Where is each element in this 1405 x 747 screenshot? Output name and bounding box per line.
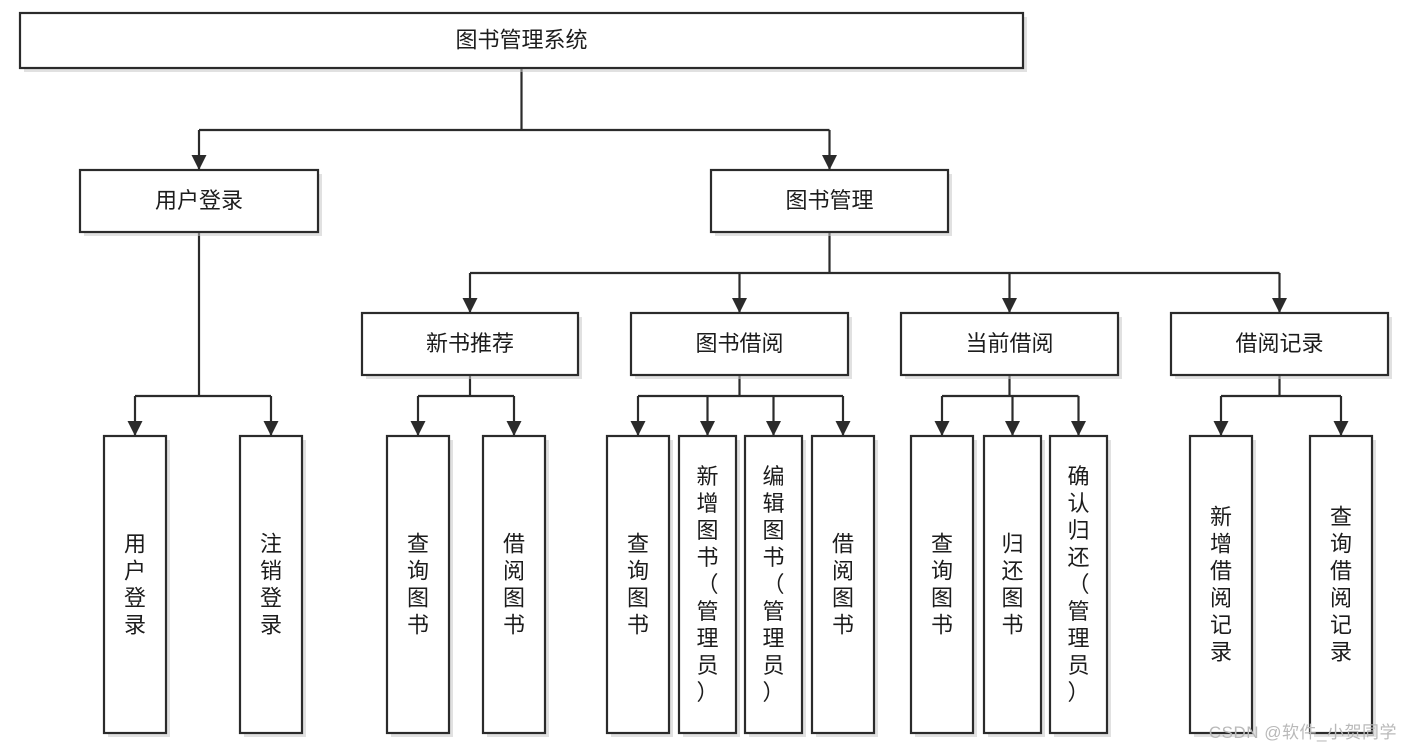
connector-layer (127, 68, 1349, 436)
node-rect[interactable] (385, 434, 451, 735)
node-rect[interactable] (629, 311, 850, 377)
node-user-login[interactable]: 用户登录 (78, 168, 322, 236)
node-leaf-query-book-1[interactable]: 查询图书 (385, 434, 453, 737)
node-label: 借阅记录 (1235, 331, 1323, 356)
node-label: 图书管理系统 (455, 27, 587, 52)
node-rect[interactable] (1048, 434, 1109, 735)
node-label: 注销登录 (260, 532, 282, 638)
node-current-borrow[interactable]: 当前借阅 (899, 311, 1122, 379)
node-rect[interactable] (238, 434, 304, 735)
node-leaf-edit-book[interactable]: 编辑图书（管理员） (743, 434, 806, 737)
node-leaf-add-book[interactable]: 新增图书（管理员） (677, 434, 740, 737)
edge-group-book-borrow (630, 375, 851, 436)
node-rect[interactable] (982, 434, 1043, 735)
arrow-head-icon (410, 421, 426, 436)
arrow-head-icon (1071, 421, 1086, 436)
node-leaf-query-record[interactable]: 查询借阅记录 (1308, 434, 1376, 737)
node-leaf-logout[interactable]: 注销登录 (238, 434, 306, 737)
node-label: 当前借阅 (965, 331, 1053, 356)
edge-group-borrow-record (1213, 375, 1349, 436)
arrow-head-icon (1333, 421, 1349, 436)
node-book-manage[interactable]: 图书管理 (709, 168, 952, 236)
node-leaf-confirm-return[interactable]: 确认归还（管理员） (1048, 434, 1111, 737)
arrow-head-icon (934, 421, 950, 436)
node-rect[interactable] (677, 434, 738, 735)
node-borrow-record[interactable]: 借阅记录 (1169, 311, 1392, 379)
arrow-head-icon (1272, 298, 1287, 313)
node-label: 图书管理 (785, 188, 873, 213)
node-label: 用户登录 (124, 532, 146, 638)
arrow-head-icon (630, 421, 646, 436)
node-leaf-borrow-book-2[interactable]: 借阅图书 (810, 434, 878, 737)
node-root[interactable]: 图书管理系统 (18, 11, 1027, 72)
node-rect[interactable] (810, 434, 876, 735)
node-label: 图书借阅 (695, 331, 783, 356)
node-label: 新增借阅记录 (1210, 505, 1232, 665)
node-rect[interactable] (1308, 434, 1374, 735)
node-label: 借阅图书 (832, 532, 854, 638)
node-new-book-rec[interactable]: 新书推荐 (360, 311, 582, 379)
node-rect[interactable] (1169, 311, 1390, 377)
arrow-head-icon (822, 155, 837, 170)
node-rect[interactable] (743, 434, 804, 735)
node-leaf-user-login[interactable]: 用户登录 (102, 434, 170, 737)
node-leaf-query-book-3[interactable]: 查询图书 (909, 434, 977, 737)
node-label: 借阅图书 (503, 532, 525, 638)
arrow-head-icon (263, 421, 279, 436)
arrow-head-icon (732, 298, 747, 313)
node-book-borrow[interactable]: 图书借阅 (629, 311, 852, 379)
node-label: 查询图书 (407, 532, 429, 638)
node-layer: 图书管理系统用户登录图书管理新书推荐图书借阅当前借阅借阅记录用户登录注销登录查询… (18, 11, 1392, 737)
node-label: 用户登录 (155, 188, 243, 213)
node-label: 新书推荐 (426, 331, 514, 356)
edge-group-root (191, 68, 837, 170)
node-label: 查询图书 (627, 532, 649, 638)
node-leaf-query-book-2[interactable]: 查询图书 (605, 434, 673, 737)
node-label: 查询借阅记录 (1330, 505, 1352, 665)
arrow-head-icon (506, 421, 522, 436)
node-rect[interactable] (909, 434, 975, 735)
node-rect[interactable] (605, 434, 671, 735)
node-label: 确认归还（管理员） (1067, 464, 1089, 705)
node-rect[interactable] (78, 168, 320, 234)
node-rect[interactable] (481, 434, 547, 735)
arrow-head-icon (700, 421, 715, 436)
node-rect[interactable] (899, 311, 1120, 377)
arrow-head-icon (1002, 298, 1017, 313)
node-label: 新增图书（管理员） (696, 464, 718, 705)
edge-group-current-borrow (934, 375, 1086, 436)
node-rect[interactable] (709, 168, 950, 234)
arrow-head-icon (1213, 421, 1229, 436)
edge-group-book-manage (462, 232, 1287, 313)
arrow-head-icon (191, 155, 207, 170)
csdn-watermark: CSDN @软件_小贺同学 (1208, 723, 1397, 742)
node-label: 编辑图书（管理员） (762, 464, 784, 705)
edge-group-new-book-rec (410, 375, 522, 436)
arrow-head-icon (127, 421, 143, 436)
node-rect[interactable] (360, 311, 580, 377)
arrow-head-icon (835, 421, 851, 436)
node-leaf-return-book[interactable]: 归还图书 (982, 434, 1045, 737)
node-rect[interactable] (102, 434, 168, 735)
node-label: 归还图书 (1001, 532, 1023, 638)
node-label: 查询图书 (931, 532, 953, 638)
arrow-head-icon (462, 298, 478, 313)
node-rect[interactable] (18, 11, 1025, 70)
edge-group-user-login (127, 232, 279, 436)
node-rect[interactable] (1188, 434, 1254, 735)
node-leaf-add-record[interactable]: 新增借阅记录 (1188, 434, 1256, 737)
arrow-head-icon (766, 421, 781, 436)
arrow-head-icon (1005, 421, 1020, 436)
node-leaf-borrow-book-1[interactable]: 借阅图书 (481, 434, 549, 737)
